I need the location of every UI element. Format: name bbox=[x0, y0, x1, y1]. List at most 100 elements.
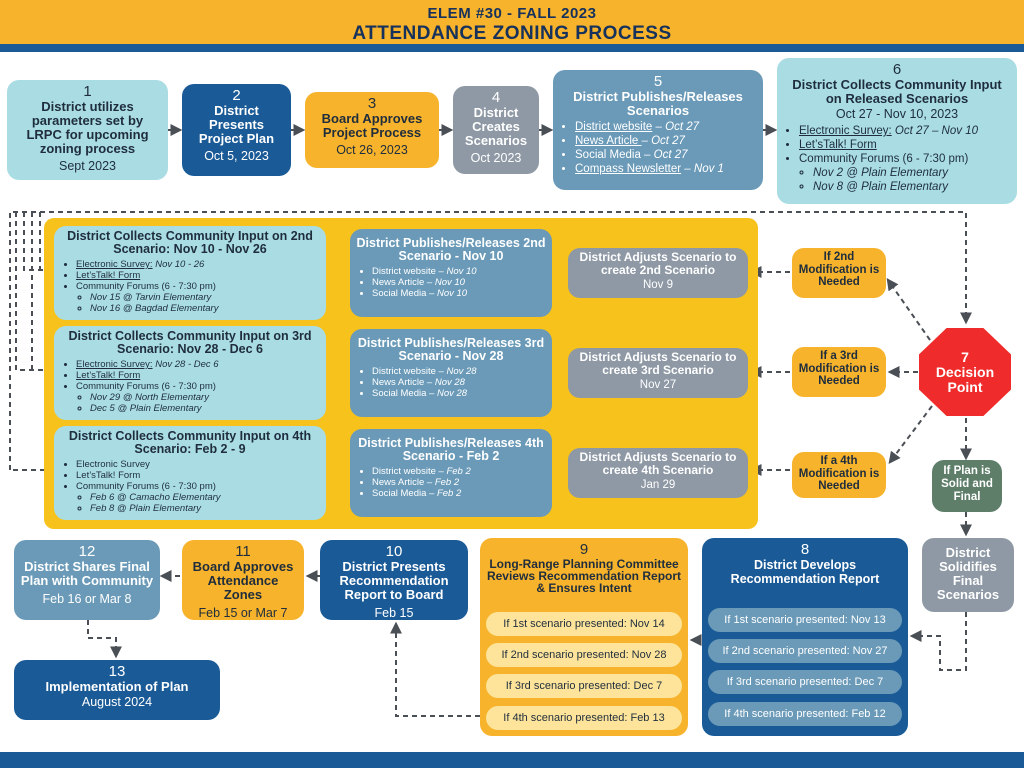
solidify-box: District Solidifies Final Scenarios bbox=[922, 538, 1014, 612]
adjust-scenario-box: District Adjusts Scenario to create 4th … bbox=[568, 448, 748, 498]
website-link[interactable]: District website bbox=[575, 121, 653, 133]
step-title: Board Approves Attendance Zones bbox=[192, 559, 294, 602]
step-title: Board Approves Project Process bbox=[321, 111, 423, 140]
news-article-link[interactable]: News Article bbox=[575, 135, 642, 147]
item-date: Oct 27 bbox=[665, 121, 700, 133]
step-number: 9 bbox=[579, 541, 589, 558]
presentation-pill: If 2nd scenario presented: Nov 27 bbox=[708, 639, 902, 663]
step-6-box: 6 District Collects Community Input on R… bbox=[777, 58, 1017, 204]
list-item: District website – Nov 28 bbox=[372, 366, 546, 377]
modification-2-box: If 2nd Modification is Needed bbox=[792, 248, 886, 298]
decision-point-octagon: 7 Decision Point bbox=[919, 328, 1011, 416]
publish-title: District Publishes/Releases 2nd Scenario… bbox=[356, 236, 546, 263]
review-pill: If 1st scenario presented: Nov 14 bbox=[486, 612, 682, 636]
step-number: 1 bbox=[83, 83, 92, 100]
step-number: 13 bbox=[108, 663, 126, 680]
item-label: Social Media bbox=[575, 149, 641, 161]
step-5-box: 5 District Publishes/Releases Scenarios … bbox=[553, 70, 763, 190]
step-title: District Presents Project Plan bbox=[198, 103, 275, 146]
step-date: Feb 15 or Mar 7 bbox=[198, 606, 288, 620]
item-date: Oct 27 bbox=[651, 135, 685, 147]
list-item: Let’sTalk! Form bbox=[76, 270, 320, 281]
item-date: Feb 2 bbox=[436, 488, 462, 499]
item-date: Feb 2 bbox=[434, 477, 460, 488]
list-item: Community Forums (6 - 7:30 pm) Feb 6 @ C… bbox=[76, 481, 320, 514]
collect-input-box: District Collects Community Input on 4th… bbox=[54, 426, 326, 520]
forum-date: Dec 5 @ Plain Elementary bbox=[90, 403, 320, 414]
step-1-box: 1 District utilizes parameters set by LR… bbox=[7, 80, 168, 180]
modification-4-box: If a 4th Modification is Needed bbox=[792, 452, 886, 498]
step-2-box: 2 District Presents Project Plan Oct 5, … bbox=[182, 84, 291, 176]
survey-link[interactable]: Electronic Survey: bbox=[76, 359, 153, 370]
item-date: Oct 27 – Nov 10 bbox=[894, 125, 978, 137]
step-title: District Creates Scenarios bbox=[464, 105, 528, 148]
review-pill: If 2nd scenario presented: Nov 28 bbox=[486, 643, 682, 667]
step-title: Decision Point bbox=[935, 364, 995, 395]
step-title: District Develops Recommendation Report bbox=[730, 558, 880, 586]
list-item: Electronic Survey: Nov 10 - 26 bbox=[76, 259, 320, 270]
step-date: Feb 16 or Mar 8 bbox=[42, 592, 132, 606]
list-item: Social Media – Oct 27 bbox=[575, 148, 757, 162]
step-date: Oct 5, 2023 bbox=[204, 149, 269, 163]
forums-label: Community Forums (6 - 7:30 pm) bbox=[799, 153, 969, 165]
forum-date: Nov 8 @ Plain Elementary bbox=[813, 180, 1011, 194]
list-item: Let’sTalk! Form bbox=[76, 470, 320, 481]
survey-link: Electronic Survey bbox=[76, 459, 150, 470]
step-title: Long-Range Planning Committee Reviews Re… bbox=[486, 557, 682, 595]
review-pill: If 4th scenario presented: Feb 13 bbox=[486, 706, 682, 730]
item-label: District website bbox=[372, 366, 436, 377]
step-number: 4 bbox=[491, 89, 501, 106]
item-date: Nov 10 - 26 bbox=[155, 259, 205, 270]
step-title: District Shares Final Plan with Communit… bbox=[20, 559, 154, 588]
item-label: District website bbox=[372, 466, 436, 477]
step-date: Oct 26, 2023 bbox=[336, 143, 408, 157]
item-label: News Article bbox=[372, 277, 425, 288]
step-title: District Publishes/Releases Scenarios bbox=[573, 89, 743, 118]
item-label: Social Media bbox=[372, 288, 427, 299]
item-label: Social Media bbox=[372, 388, 427, 399]
adjust-title: District Adjusts Scenario to create 4th … bbox=[579, 450, 737, 477]
header-subtitle: ELEM #30 - FALL 2023 bbox=[427, 5, 597, 22]
step-number: 12 bbox=[78, 543, 96, 560]
step-title: District Collects Community Input on Rel… bbox=[792, 77, 1002, 106]
list-item: Electronic Survey: Nov 28 - Dec 6 bbox=[76, 359, 320, 370]
survey-link[interactable]: Electronic Survey: bbox=[76, 259, 153, 270]
letstalk-link[interactable]: Let’sTalk! Form bbox=[76, 270, 141, 281]
item-date: Oct 27 bbox=[653, 149, 688, 161]
step-3-box: 3 Board Approves Project Process Oct 26,… bbox=[305, 92, 439, 168]
adjust-title: District Adjusts Scenario to create 3rd … bbox=[579, 350, 737, 377]
item-date: Nov 28 - Dec 6 bbox=[155, 359, 219, 370]
item-date: Nov 1 bbox=[693, 163, 724, 175]
modification-3-box: If a 3rd Modification is Needed bbox=[792, 347, 886, 397]
newsletter-link[interactable]: Compass Newsletter bbox=[575, 163, 682, 175]
step-9-box: 9 Long-Range Planning Committee Reviews … bbox=[480, 538, 688, 736]
publish-title: District Publishes/Releases 3rd Scenario… bbox=[357, 336, 545, 363]
item-date: Nov 10 bbox=[446, 266, 477, 277]
step-number: 2 bbox=[232, 87, 241, 104]
letstalk-link[interactable]: Let’sTalk! Form bbox=[799, 139, 877, 151]
presentation-pill: If 3rd scenario presented: Dec 7 bbox=[708, 670, 902, 694]
list-item: Social Media – Feb 2 bbox=[372, 488, 546, 499]
forums-label: Community Forums (6 - 7:30 pm) bbox=[76, 381, 216, 392]
adjust-date: Nov 27 bbox=[639, 379, 677, 391]
step-number: 8 bbox=[800, 541, 810, 558]
letstalk-link: Let’sTalk! Form bbox=[76, 470, 141, 481]
step-title: District utilizes parameters set by LRPC… bbox=[26, 99, 149, 156]
step-4-box: 4 District Creates Scenarios Oct 2023 bbox=[453, 86, 539, 174]
step-date: August 2024 bbox=[81, 695, 153, 709]
collect-title: District Collects Community Input on 3rd… bbox=[68, 329, 312, 356]
forums-label: Community Forums (6 - 7:30 pm) bbox=[76, 481, 216, 492]
step-11-box: 11 Board Approves Attendance Zones Feb 1… bbox=[182, 540, 304, 620]
header-stripe bbox=[0, 44, 1024, 52]
forum-date: Nov 29 @ North Elementary bbox=[90, 392, 320, 403]
list-item: News Article – Feb 2 bbox=[372, 477, 546, 488]
adjust-scenario-box: District Adjusts Scenario to create 2nd … bbox=[568, 248, 748, 298]
survey-link[interactable]: Electronic Survey: bbox=[799, 125, 892, 137]
footer-stripe bbox=[0, 752, 1024, 768]
forums-label: Community Forums (6 - 7:30 pm) bbox=[76, 281, 216, 292]
letstalk-link[interactable]: Let’sTalk! Form bbox=[76, 370, 141, 381]
collect-title: District Collects Community Input on 2nd… bbox=[67, 229, 313, 256]
publish-scenario-box: District Publishes/Releases 2nd Scenario… bbox=[350, 229, 552, 317]
step-number: 5 bbox=[653, 73, 663, 90]
list-item: Social Media – Nov 28 bbox=[372, 388, 546, 399]
